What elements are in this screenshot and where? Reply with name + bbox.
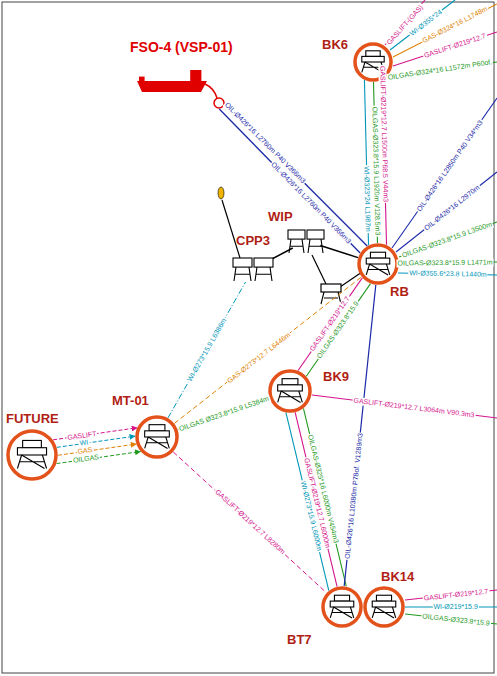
node-shape bbox=[287, 228, 325, 254]
pipeline-spec: WI-Ø355.6*23.8 L1440m bbox=[408, 269, 488, 279]
node-shape bbox=[363, 586, 405, 628]
platform-circle: MT-01 bbox=[135, 415, 179, 459]
pipeline bbox=[173, 452, 326, 593]
module bbox=[370, 252, 385, 258]
module bbox=[23, 440, 42, 447]
small-platform bbox=[321, 284, 341, 292]
jacket-legs bbox=[255, 267, 272, 281]
ship-hull bbox=[137, 81, 207, 92]
module bbox=[334, 595, 349, 601]
deck bbox=[362, 56, 384, 62]
pipeline bbox=[320, 246, 358, 258]
module bbox=[376, 595, 391, 601]
platform-name: CPP3 bbox=[236, 234, 270, 248]
highlight-ring bbox=[137, 417, 177, 457]
platform-name: WIP bbox=[268, 210, 293, 224]
highlight-ring bbox=[8, 431, 56, 479]
jacket-legs bbox=[372, 607, 396, 618]
platform-name: BT7 bbox=[287, 633, 312, 647]
deck-module bbox=[254, 258, 273, 267]
platform-circle: BK9 bbox=[268, 369, 312, 413]
node-shape bbox=[6, 429, 58, 481]
deck-module bbox=[233, 258, 252, 267]
highlight-ring bbox=[323, 588, 361, 626]
ship-bridge bbox=[190, 70, 201, 81]
highlight-ring bbox=[365, 588, 403, 626]
platform-name: BK6 bbox=[322, 38, 348, 52]
highlight-ring bbox=[359, 245, 397, 283]
deck bbox=[372, 601, 396, 607]
platform-name: FSO-4 (VSP-01) bbox=[130, 40, 233, 54]
flare-flame bbox=[218, 187, 224, 199]
pipeline bbox=[306, 284, 370, 377]
pipeline-spec: OIL-Ø426*16 L2760m P40 V366m3 bbox=[222, 101, 307, 187]
platform-name: BK14 bbox=[381, 570, 414, 584]
platform-name: MT-01 bbox=[112, 394, 149, 408]
pipeline-spec: OIL-Ø426*16 L2850m P40 V34*m3 bbox=[414, 117, 485, 213]
node-shape bbox=[321, 586, 363, 628]
platform-circle: BT7 bbox=[321, 586, 363, 628]
jacket-legs bbox=[234, 267, 251, 281]
jacket-legs bbox=[278, 391, 303, 402]
jacket-legs bbox=[308, 239, 323, 253]
platform-name: RB bbox=[390, 285, 409, 299]
pipeline-spec: OILGAS-Ø323.8*15.9 L3500m bbox=[400, 220, 494, 260]
deck-module bbox=[307, 230, 324, 239]
jacket-legs bbox=[17, 455, 46, 469]
bridge bbox=[312, 255, 326, 284]
pipeline bbox=[219, 109, 360, 253]
mooring-line bbox=[205, 84, 217, 98]
jacket-legs bbox=[289, 239, 304, 253]
jacket-legs bbox=[145, 437, 170, 448]
node-shape bbox=[135, 415, 179, 459]
module bbox=[282, 379, 298, 385]
platform: CPP3 bbox=[232, 256, 274, 282]
jacket-legs bbox=[366, 264, 390, 275]
platform-name: BK9 bbox=[323, 370, 349, 384]
ship-bow bbox=[139, 77, 145, 81]
deck bbox=[330, 601, 354, 607]
node-shape bbox=[137, 70, 207, 92]
pipeline-spec: OILGAS bbox=[71, 453, 100, 465]
deck bbox=[366, 258, 390, 264]
pipeline-spec: GASLIFT-Ø219*12.7 L3064m V90.3m3 bbox=[352, 396, 476, 419]
pipeline-spec: WI-Ø219*15.9 bbox=[432, 603, 478, 611]
platform: WIP bbox=[287, 228, 325, 254]
node-shape bbox=[232, 256, 274, 282]
pipeline-spec: GASLIFT-Ø219*12.7 L8280m bbox=[213, 488, 288, 557]
platform-circle: FUTURE bbox=[6, 429, 58, 481]
deck-module bbox=[288, 230, 305, 239]
module bbox=[366, 51, 380, 57]
pipeline bbox=[298, 278, 362, 371]
highlight-ring bbox=[270, 371, 310, 411]
pipeline-spec: OILGAS-Ø324*16 L1572m P60of. bbox=[387, 59, 494, 83]
pipeline-spec: WI-Ø323*24 L1987m bbox=[363, 165, 373, 233]
pipeline-spec: WI-Ø273*15.9 L6386m bbox=[185, 316, 228, 384]
pipeline-spec: OILGAS-Ø323.8*15.9 L1471m bbox=[397, 258, 494, 267]
platform-name: FUTURE bbox=[6, 412, 59, 426]
deck bbox=[278, 385, 303, 391]
node-shape bbox=[268, 369, 312, 413]
pipeline-spec: OILGAS Ø323.8*15.9 L5384m bbox=[177, 394, 271, 433]
deck bbox=[145, 431, 170, 437]
fso-vessel: FSO-4 (VSP-01) bbox=[137, 70, 207, 92]
platform-circle: RB bbox=[357, 243, 399, 285]
pipeline-spec: GASLIFT-Ø219*12.7 bbox=[422, 587, 489, 602]
deck bbox=[17, 448, 46, 455]
flare-boom bbox=[222, 200, 240, 258]
jacket-legs bbox=[330, 607, 354, 618]
pipeline bbox=[295, 412, 337, 586]
module bbox=[149, 425, 165, 431]
pipeline-spec: OIL-Ø426*16 L10380m P78of. V1289m3 bbox=[343, 431, 364, 560]
platform-circle: BK14 bbox=[363, 586, 405, 628]
platform-legs bbox=[321, 292, 341, 304]
pipeline-spec: OILGAS-Ø323.8*15.9 bbox=[421, 612, 491, 627]
node-shape bbox=[357, 243, 399, 285]
